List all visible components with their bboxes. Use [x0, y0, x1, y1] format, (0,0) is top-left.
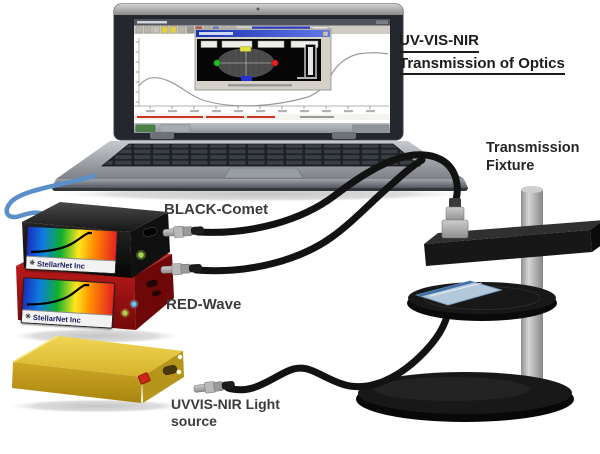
spectrum-curve: [138, 52, 389, 107]
spectroscopy-app-window: [134, 19, 390, 133]
keyboard: [100, 143, 422, 167]
spectrum-rainbow-graphic: [22, 278, 115, 315]
sample-slide: [415, 280, 503, 306]
marker-red: [271, 59, 279, 67]
fixture-arm: [424, 220, 600, 266]
start-button: [135, 124, 156, 132]
brand-name: StellarNet Inc: [36, 258, 86, 271]
light-source-box: [5, 335, 189, 413]
usb-cable: [4, 173, 97, 220]
laptop: [50, 3, 474, 202]
marker-blue: [241, 76, 252, 81]
red-wave-led-blue-core: [131, 301, 137, 307]
taskbar: [134, 123, 390, 133]
hinge-right: [332, 132, 356, 139]
transmission-fixture-label: Transmission Fixture: [486, 140, 580, 174]
fiber-cable-black-comet: [194, 151, 461, 236]
spectrum-chart: [134, 38, 389, 113]
red-wave-led-green: [122, 310, 128, 316]
stellarnet-logo-icon: ✳: [29, 259, 36, 268]
marker-green: [213, 59, 221, 67]
black-comet-led-green: [138, 252, 144, 258]
webcam-icon: [256, 7, 260, 11]
fiber-cable-red-wave: [192, 156, 426, 275]
red-wave-label: RED-Wave: [166, 296, 242, 313]
black-comet-brand-label: ✳ StellarNet Inc: [24, 225, 119, 275]
power-switch: [137, 372, 151, 385]
light-source-front-panel: [12, 362, 142, 403]
brand-name: StellarNet Inc: [32, 312, 82, 325]
fixture-base: [356, 372, 574, 422]
hinge-left: [150, 132, 174, 139]
transmission-fixture: [224, 186, 600, 422]
fiber-collimator: [441, 198, 469, 239]
light-source-label: UVVIS-NIR Light source: [171, 396, 280, 430]
laptop-screen: [113, 3, 404, 141]
fiber-connector-light-source: [192, 378, 236, 395]
marker-yellow: [239, 46, 252, 52]
fiber-cable-light-source: [224, 312, 451, 394]
page-title: UV-VIS-NIR Transmission of Optics: [399, 30, 595, 75]
red-wave-brand-label: ✳ StellarNet Inc: [20, 277, 116, 329]
black-comet-label: BLACK-Comet: [164, 201, 269, 218]
laptop-body: [52, 141, 468, 191]
title-line-1: UV-VIS-NIR: [399, 32, 480, 53]
stellarnet-logo-icon: ✳: [24, 313, 32, 321]
spectrum-rainbow-graphic: [26, 226, 118, 261]
title-line-2: Transmission of Optics: [399, 55, 565, 75]
status-text-line: [137, 116, 275, 118]
trackpad: [223, 167, 304, 179]
color-measure-dialog: [194, 28, 332, 91]
